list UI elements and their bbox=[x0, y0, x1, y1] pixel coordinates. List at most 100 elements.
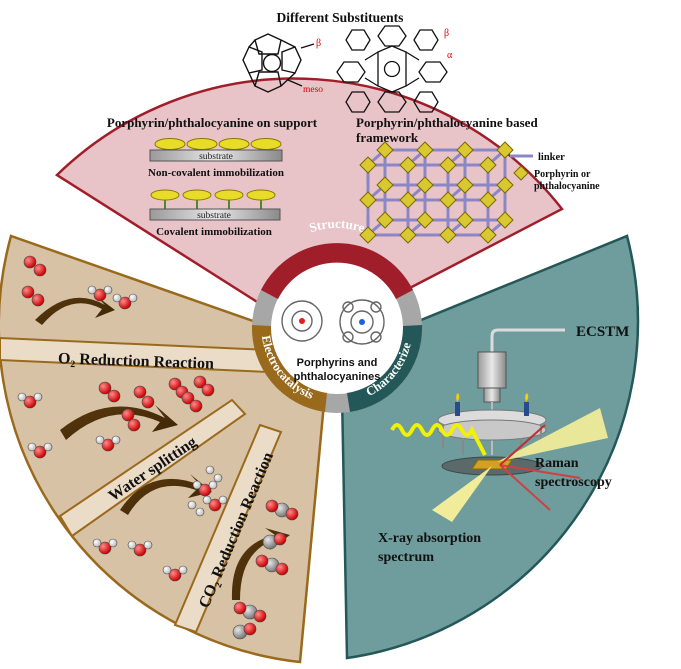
hydrogen-atom bbox=[192, 480, 202, 490]
oxygen-atom bbox=[33, 263, 47, 277]
hydrogen-atom bbox=[87, 285, 97, 295]
oxygen-atom bbox=[133, 385, 147, 399]
oxygen-atom bbox=[93, 288, 107, 302]
oxygen-atom bbox=[121, 408, 135, 422]
framework-node bbox=[359, 191, 377, 209]
characterize-tab[interactable] bbox=[347, 325, 423, 412]
alpha-label-right: α bbox=[447, 50, 453, 61]
support-title: Porphyrin/phthalocyanine on support bbox=[107, 115, 318, 130]
covalent-label: Covalent immobilization bbox=[156, 226, 272, 238]
xray-label-2: spectrum bbox=[378, 550, 434, 565]
oxygen-atom bbox=[23, 255, 37, 269]
raman-beam bbox=[497, 408, 608, 511]
framework-node bbox=[439, 191, 457, 209]
framework-node bbox=[399, 226, 417, 244]
oxygen-atom bbox=[265, 499, 279, 513]
electrocatalysis-tab[interactable] bbox=[251, 325, 327, 412]
framework-node bbox=[496, 211, 514, 229]
hydrogen-atom bbox=[127, 540, 137, 550]
oxygen-atom bbox=[255, 554, 269, 568]
hydrogen-atom bbox=[43, 442, 53, 452]
oxygen-atom bbox=[31, 293, 45, 307]
hydrogen-atom bbox=[103, 285, 113, 295]
hydrogen-atom bbox=[208, 480, 218, 490]
framework-node bbox=[456, 141, 474, 159]
legend-node-label-2: phthalocyanine bbox=[534, 181, 600, 192]
orr-arrow bbox=[35, 295, 115, 325]
raman-label-1: Raman bbox=[535, 456, 579, 471]
substrate-label-2: substrate bbox=[197, 211, 231, 221]
framework-node bbox=[496, 176, 514, 194]
hydrogen-atom bbox=[162, 565, 172, 575]
legend-linker-label: linker bbox=[538, 152, 565, 163]
water2-arrow bbox=[120, 474, 212, 515]
framework-node bbox=[359, 226, 377, 244]
framework-node bbox=[439, 156, 457, 174]
beta-label-left: β bbox=[316, 38, 321, 49]
xray-label-1: X-ray absorption bbox=[378, 531, 481, 546]
oxygen-atom bbox=[98, 381, 112, 395]
co2-band bbox=[173, 423, 283, 634]
phthalocyanine-structure bbox=[336, 25, 448, 113]
framework-node bbox=[399, 191, 417, 209]
hydrogen-atom bbox=[143, 540, 153, 550]
oxygen-atom bbox=[33, 445, 47, 459]
structure-title: Different Substituents bbox=[277, 10, 404, 25]
framework-node bbox=[399, 156, 417, 174]
substrate-label-1: substrate bbox=[199, 152, 233, 162]
water-arrow bbox=[60, 405, 178, 440]
center-label-1: Porphyrins and bbox=[297, 357, 378, 369]
oxygen-atom bbox=[141, 395, 155, 409]
framework-node bbox=[456, 176, 474, 194]
molecules bbox=[17, 255, 299, 640]
xray-beam bbox=[432, 466, 492, 522]
structure-tab[interactable] bbox=[261, 243, 413, 299]
water-band bbox=[58, 398, 247, 538]
framework-node bbox=[416, 141, 434, 159]
hydrogen-atom bbox=[205, 465, 215, 475]
ecstm-label: ECSTM bbox=[576, 324, 629, 340]
oxygen-atom bbox=[118, 296, 132, 310]
framework-node bbox=[439, 226, 457, 244]
meso-label-left: meso bbox=[303, 85, 323, 95]
oxygen-atom bbox=[107, 389, 121, 403]
oxygen-atom bbox=[208, 498, 222, 512]
oxygen-atom bbox=[168, 568, 182, 582]
framework-node bbox=[479, 191, 497, 209]
oxygen-atom bbox=[23, 395, 37, 409]
oxygen-atom bbox=[273, 532, 287, 546]
oxygen-atom bbox=[198, 483, 212, 497]
framework-node bbox=[479, 226, 497, 244]
framework-node bbox=[416, 176, 434, 194]
hydrogen-atom bbox=[108, 538, 118, 548]
noncovalent-label: Non-covalent immobilization bbox=[148, 167, 284, 179]
framework-node bbox=[376, 141, 394, 159]
hydrogen-atom bbox=[111, 435, 121, 445]
hydrogen-atom bbox=[187, 500, 197, 510]
orr-label: O₂ Reduction Reaction bbox=[58, 350, 214, 372]
center-phthalocyanine-icon bbox=[339, 299, 385, 345]
hydrogen-atom bbox=[92, 538, 102, 548]
framework-node bbox=[479, 156, 497, 174]
framework-title-line2: framework bbox=[356, 130, 419, 145]
hydrogen-atom bbox=[95, 435, 105, 445]
center-inner-circle bbox=[271, 262, 403, 394]
noncovalent-diagram bbox=[149, 138, 283, 162]
oxygen-atom bbox=[201, 383, 215, 397]
hydrogen-atom bbox=[213, 473, 223, 483]
oxygen-atom bbox=[127, 418, 141, 432]
center-label-2: phthalocyanines bbox=[294, 371, 381, 383]
hydrogen-atom bbox=[17, 392, 27, 402]
oxygen-atom bbox=[133, 543, 147, 557]
hydrogen-atom bbox=[112, 293, 122, 303]
oxygen-atom bbox=[285, 507, 299, 521]
framework-node bbox=[496, 141, 514, 159]
framework-node bbox=[376, 211, 394, 229]
framework-title-line1: Porphyrin/phthalocyanine based bbox=[356, 115, 538, 130]
porphyrin-structure bbox=[242, 33, 315, 93]
oxygen-atom bbox=[233, 601, 247, 615]
oxygen-atom bbox=[243, 622, 257, 636]
covalent-diagram bbox=[149, 189, 281, 221]
hydrogen-atom bbox=[128, 293, 138, 303]
